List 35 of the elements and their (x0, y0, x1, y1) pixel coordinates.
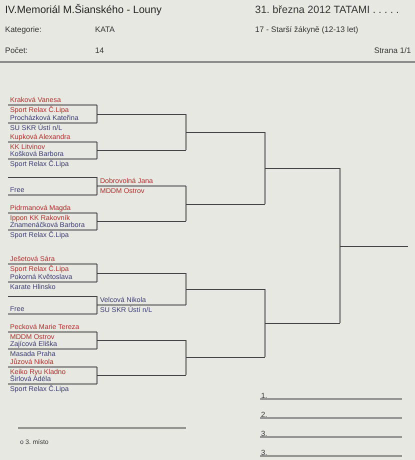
title: IV.Memoriál M.Šianského - Louny (5, 4, 162, 16)
bracket-connector (96, 304, 98, 314)
bracket-connector (96, 142, 98, 150)
category-name: 17 - Starší žákyně (12-13 let) (255, 25, 358, 34)
bracket-connector (96, 114, 98, 124)
bracket-connector (264, 168, 266, 204)
bracket-connector (96, 264, 98, 274)
bracket-line (97, 220, 186, 222)
field-label: Počet: (5, 46, 28, 55)
bracket-line (265, 322, 340, 324)
bracket-connector (96, 296, 98, 306)
bracket-connector (264, 322, 266, 358)
bracket-line (8, 176, 97, 178)
field-label: Kategorie: (5, 25, 42, 34)
bracket-connector (96, 340, 98, 350)
bracket-connector (96, 212, 98, 222)
bracket-connector (96, 104, 98, 114)
bracket-connector (96, 272, 98, 282)
bracket-connector (96, 186, 98, 196)
bracket-connector (96, 176, 98, 186)
page-number: Strana 1/1 (374, 46, 411, 55)
bracket-connector (264, 288, 266, 324)
bracket-connector (96, 150, 98, 160)
bracket-connector (96, 220, 98, 230)
bracket-line (186, 356, 265, 358)
bracket-connector (96, 332, 98, 340)
field-value: 14 (95, 46, 104, 55)
date-text: 31. března 2012 TATAMI . . . . . (255, 4, 399, 16)
bracket-connector (264, 132, 266, 168)
bracket-line (97, 374, 186, 376)
bracket-connector (96, 374, 98, 384)
bracket-line (186, 288, 265, 290)
bracket-line (97, 272, 186, 274)
field-value: KATA (95, 25, 115, 34)
bracket-connector (96, 366, 98, 376)
